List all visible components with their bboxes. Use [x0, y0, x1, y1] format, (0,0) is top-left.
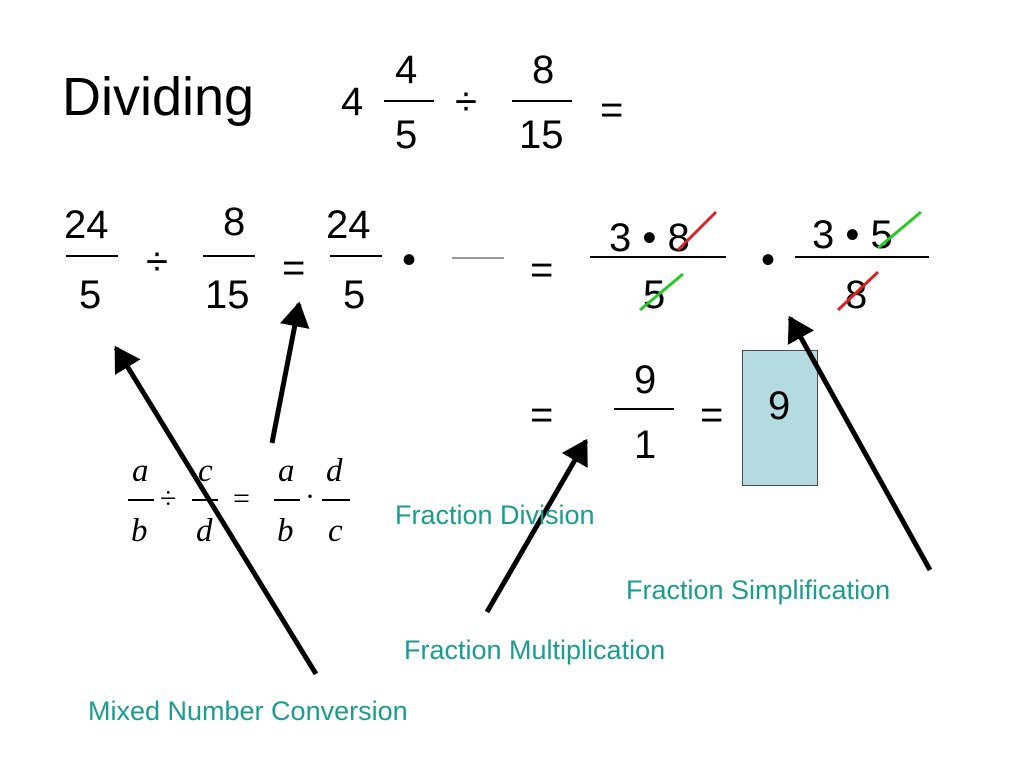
equals-sign: = [600, 88, 624, 132]
equals-sign: = [700, 393, 724, 437]
fraction-bar [322, 499, 350, 501]
fraction-bar [512, 100, 572, 102]
fraction-bar [384, 100, 434, 102]
formula-c: c [328, 513, 343, 549]
label-mixed-number-conversion: Mixed Number Conversion [88, 696, 408, 726]
formula-b: b [277, 513, 294, 549]
multiply-dot: • [402, 238, 417, 282]
step2-fracB-denominator: 8 [845, 273, 868, 317]
formula-divide-sign: ÷ [160, 482, 177, 515]
step1-frac3-numerator: 24 [326, 203, 371, 247]
step3-numerator: 9 [634, 358, 657, 402]
equals-sign: = [530, 393, 554, 437]
label-fraction-multiplication: Fraction Multiplication [404, 635, 666, 665]
formula-c: c [198, 453, 213, 489]
fraction-bar [590, 256, 726, 258]
empty-fraction-bar [452, 257, 504, 259]
label-fraction-division: Fraction Division [395, 500, 595, 530]
strike-red-mark [676, 210, 718, 252]
step1-frac2-numerator: 8 [223, 200, 246, 244]
step1-frac1-numerator: 24 [64, 203, 109, 247]
fraction-bar [192, 499, 218, 501]
step2-fracA-denominator: 5 [643, 273, 666, 317]
arrow-fraction-multiplication [484, 438, 589, 614]
arrow-fraction-simplification [787, 315, 933, 572]
equals-sign: = [530, 248, 554, 292]
fraction-bar [795, 256, 929, 258]
formula-d: d [326, 453, 343, 489]
label-fraction-simplification: Fraction Simplification [626, 575, 891, 605]
strike-green-mark [639, 272, 684, 312]
problem-frac1-denominator: 5 [395, 113, 418, 157]
step3-denominator: 1 [634, 423, 657, 467]
fraction-bar [203, 255, 255, 257]
fraction-bar [614, 408, 674, 410]
arrow-fraction-division [269, 301, 310, 444]
formula-d: d [196, 513, 213, 549]
formula-a: a [132, 453, 149, 489]
problem-frac2-numerator: 8 [532, 48, 555, 92]
answer-box [742, 350, 818, 486]
divide-sign: ÷ [146, 240, 168, 284]
fraction-bar [66, 255, 118, 257]
multiply-dot: • [761, 238, 776, 282]
divide-sign: ÷ [455, 80, 477, 124]
problem-frac1-numerator: 4 [395, 48, 418, 92]
formula-equals-sign: = [233, 482, 250, 515]
fraction-bar [274, 499, 300, 501]
problem-frac2-denominator: 15 [519, 113, 564, 157]
answer-value: 9 [768, 384, 791, 428]
step1-frac1-denominator: 5 [79, 273, 102, 317]
step1-frac2-denominator: 15 [205, 273, 250, 317]
step1-frac3-denominator: 5 [343, 273, 366, 317]
step2-fracA-numerator: 3 • 8 [609, 216, 690, 260]
formula-a: a [278, 453, 295, 489]
fraction-bar [330, 255, 382, 257]
strike-green-mark [877, 210, 922, 250]
arrow-mixed-number-conversion [113, 345, 319, 676]
fraction-bar [128, 499, 154, 501]
equals-sign: = [282, 246, 306, 290]
mixed-whole: 4 [341, 80, 364, 124]
page-title: Dividing [62, 67, 255, 127]
formula-b: b [131, 513, 148, 549]
formula-cdot: · [305, 480, 315, 513]
strike-red-mark [836, 270, 880, 312]
